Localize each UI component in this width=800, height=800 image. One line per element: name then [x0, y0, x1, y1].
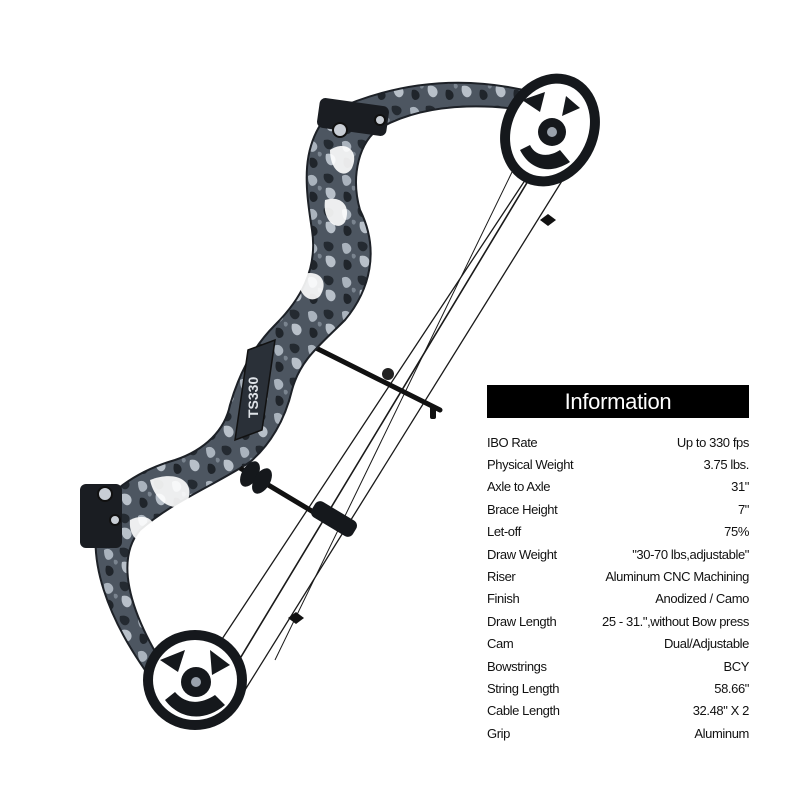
limb-pockets — [80, 98, 389, 548]
spec-label: Finish — [487, 591, 520, 607]
spec-label: Cam — [487, 636, 514, 652]
cable-c — [274, 134, 531, 661]
spec-value: 75% — [724, 524, 749, 540]
spec-label: Cable Length — [487, 703, 560, 719]
spec-label: Grip — [487, 725, 510, 741]
cable-guard-rod — [297, 337, 443, 413]
spec-label: Bowstrings — [487, 658, 547, 674]
spec-row-cable-length: Cable Length 32.48" X 2 — [487, 700, 749, 722]
spec-row-string-length: String Length 58.66" — [487, 677, 749, 699]
cable-b — [244, 159, 576, 691]
stabilizer — [238, 461, 357, 537]
spec-label: IBO Rate — [487, 434, 538, 450]
spec-value: 7" — [737, 501, 749, 517]
spec-row-cam: Cam Dual/Adjustable — [487, 633, 749, 655]
spec-row-draw-length: Draw Length 25 - 31.",without Bow press — [487, 610, 749, 632]
spec-label: Draw Length — [487, 613, 557, 629]
spec-label: Brace Height — [487, 501, 558, 517]
spec-value: Aluminum CNC Machining — [605, 569, 749, 585]
spec-row-axle-to-axle: Axle to Axle 31" — [487, 476, 749, 498]
spec-label: Physical Weight — [487, 457, 574, 473]
bottom-cam — [143, 630, 247, 730]
spec-row-draw-weight: Draw Weight "30-70 lbs,adjustable" — [487, 543, 749, 565]
spec-row-let-off: Let-off 75% — [487, 521, 749, 543]
spec-label: Draw Weight — [487, 546, 557, 562]
top-cam — [500, 73, 600, 187]
riser-model-text: TS330 — [245, 377, 261, 418]
info-panel: Information IBO Rate Up to 330 fps Physi… — [487, 385, 749, 744]
spec-value: 58.66" — [714, 680, 749, 696]
spec-value: Dual/Adjustable — [663, 636, 749, 652]
spec-row-physical-weight: Physical Weight 3.75 lbs. — [487, 453, 749, 475]
spec-label: Axle to Axle — [487, 479, 551, 495]
spec-label: Let-off — [487, 524, 521, 540]
spec-row-bowstrings: Bowstrings BCY — [487, 655, 749, 677]
spec-value: Anodized / Camo — [655, 591, 749, 607]
spec-row-brace-height: Brace Height 7" — [487, 498, 749, 520]
spec-row-ibo-rate: IBO Rate Up to 330 fps — [487, 431, 749, 453]
string-accessories — [288, 214, 556, 624]
spec-label: Riser — [487, 569, 516, 585]
spec-value: BCY — [723, 658, 749, 674]
spec-value: 32.48" X 2 — [692, 703, 750, 719]
spec-list: IBO Rate Up to 330 fps Physical Weight 3… — [487, 431, 749, 744]
spec-value: "30-70 lbs,adjustable" — [632, 546, 749, 562]
spec-value: Aluminum — [694, 725, 749, 741]
spec-value: 3.75 lbs. — [703, 457, 749, 473]
spec-value: 25 - 31.",without Bow press — [601, 613, 749, 629]
cable-a — [194, 149, 546, 681]
bowstrings — [194, 127, 576, 701]
spec-label: String Length — [487, 680, 560, 696]
bowstring-main — [214, 127, 561, 701]
spec-value: 31" — [731, 479, 749, 495]
spec-value: Up to 330 fps — [676, 434, 750, 450]
spec-row-grip: Grip Aluminum — [487, 722, 749, 744]
bow-riser: TS330 — [94, 81, 567, 672]
spec-row-riser: Riser Aluminum CNC Machining — [487, 565, 749, 587]
spec-row-finish: Finish Anodized / Camo — [487, 588, 749, 610]
info-title: Information — [487, 385, 749, 418]
